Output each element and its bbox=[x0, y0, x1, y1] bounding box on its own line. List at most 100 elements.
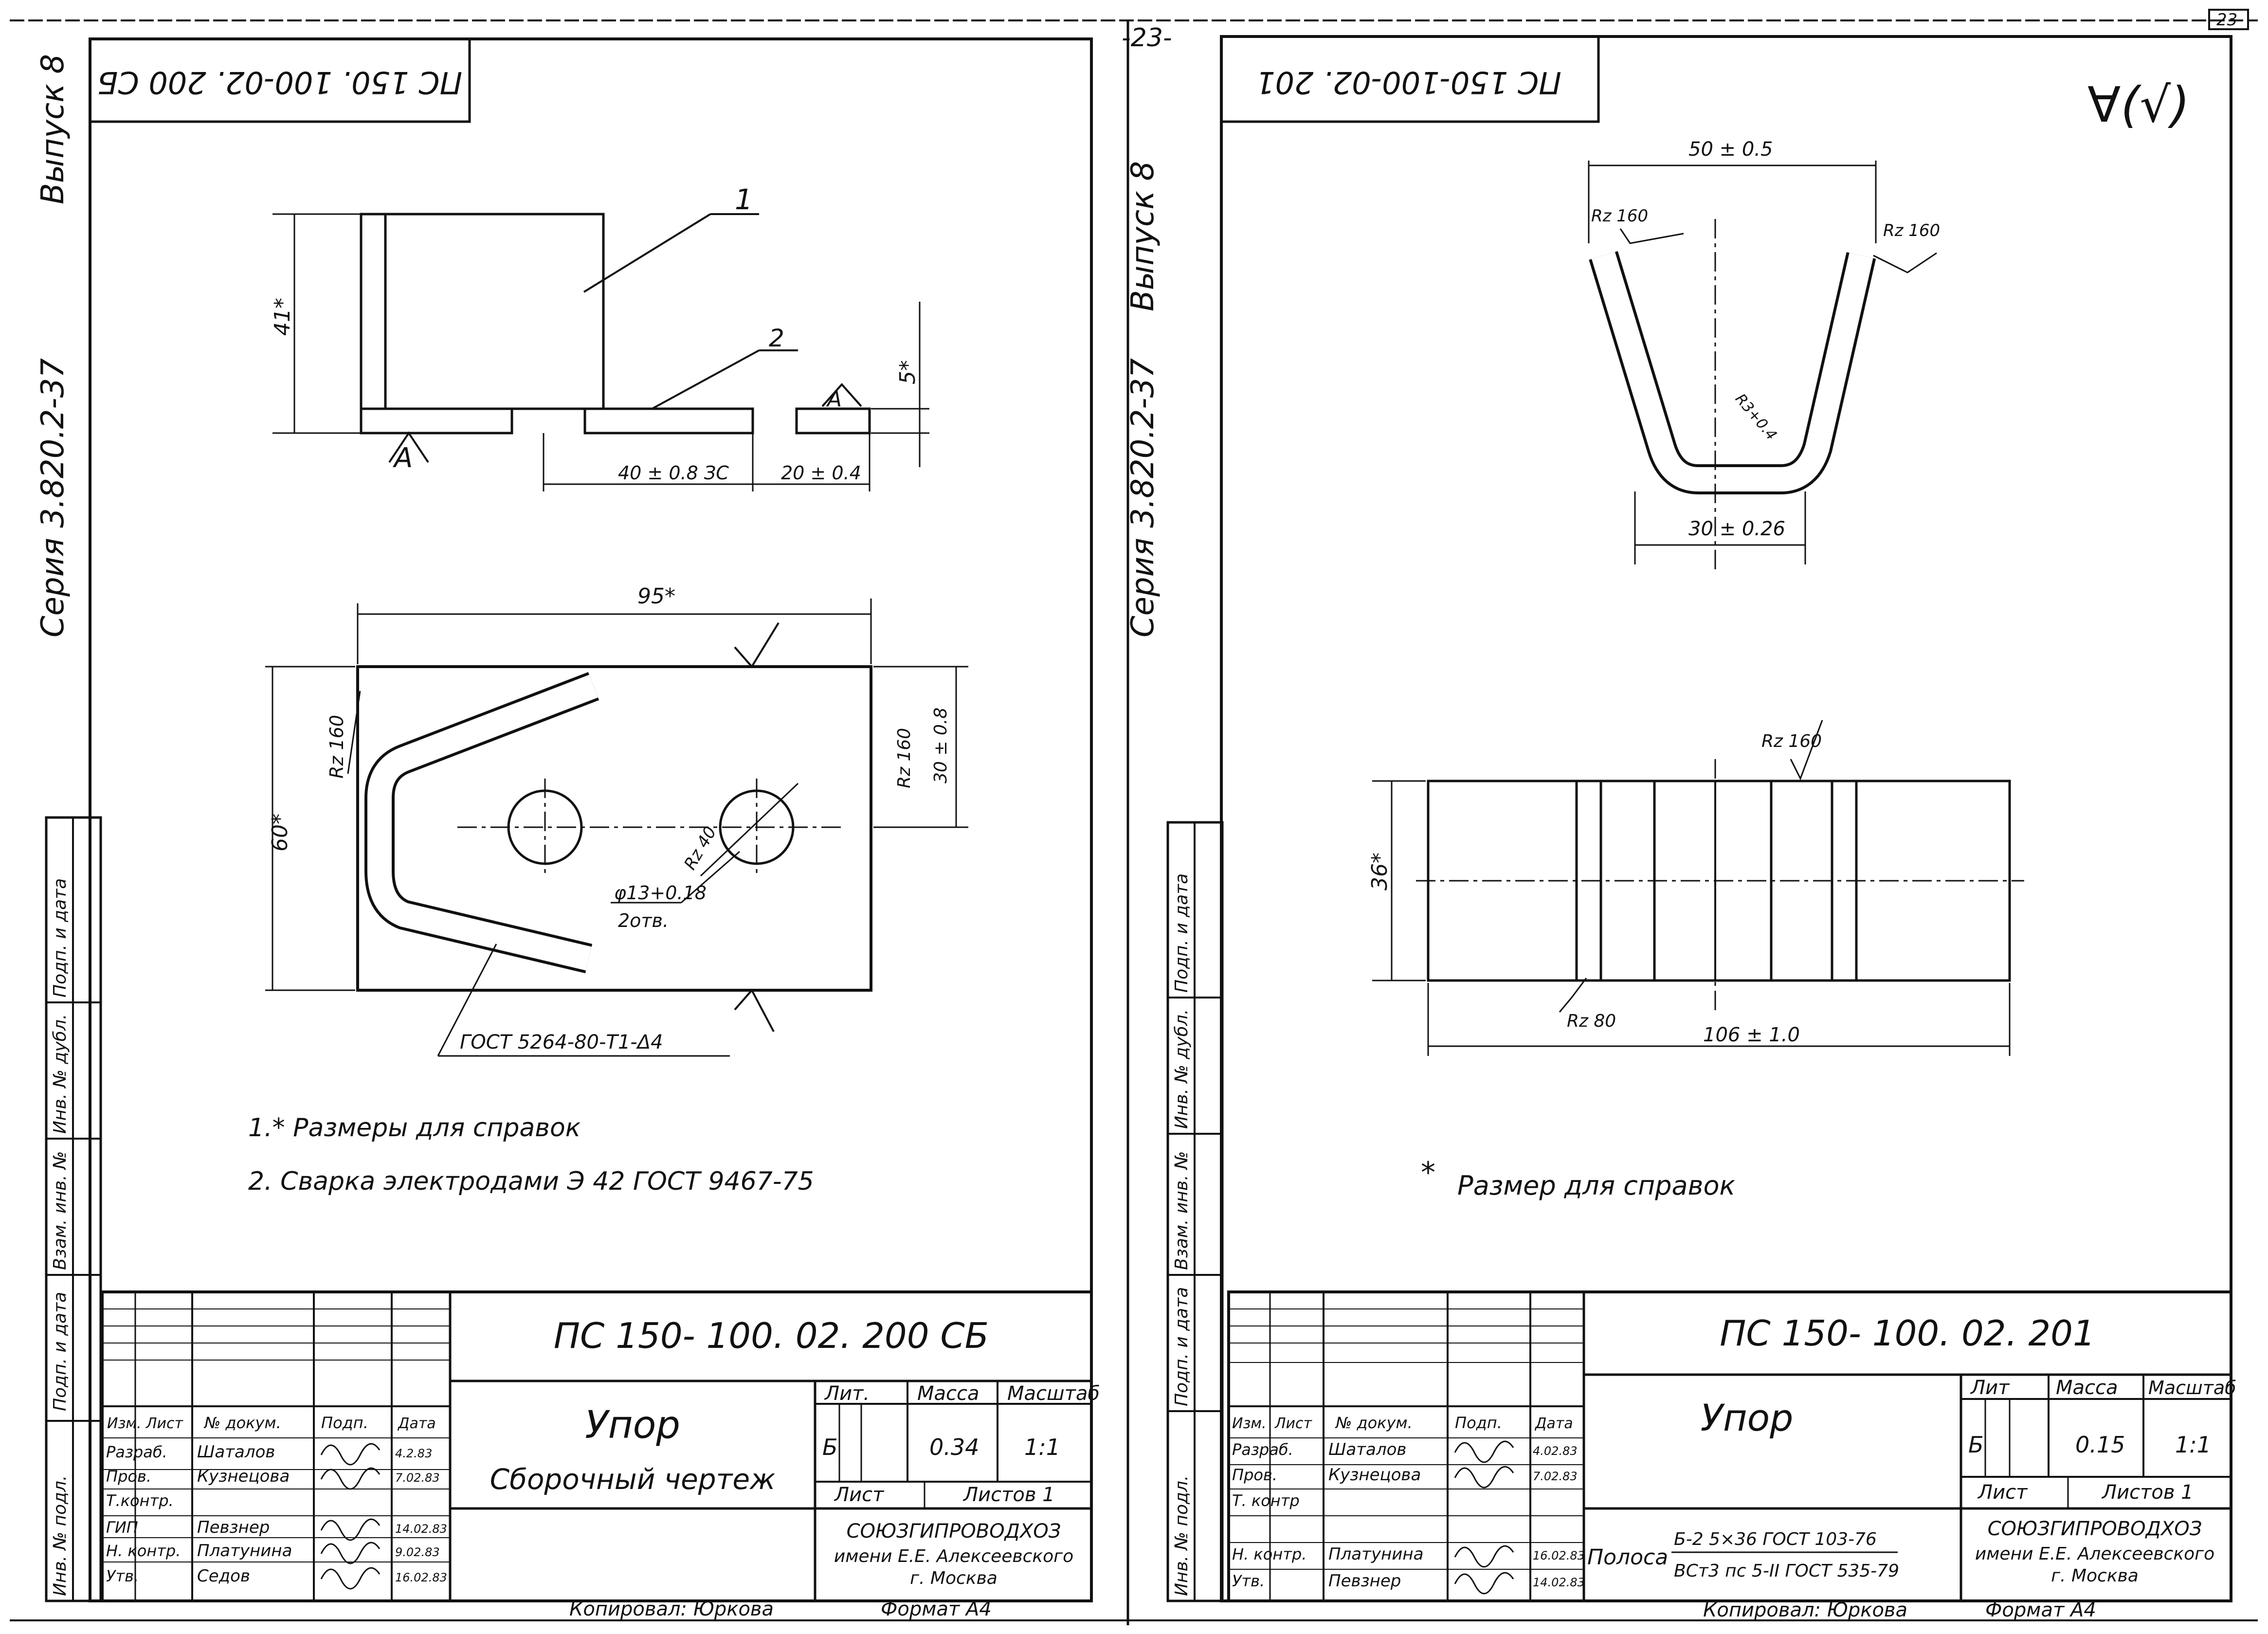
left-row-name-0: Шаталов bbox=[197, 1442, 275, 1462]
right-row-name-0: Шаталов bbox=[1328, 1440, 1406, 1459]
right-note-star: * bbox=[1421, 1156, 1435, 1190]
left-format: Формат А4 bbox=[881, 1598, 992, 1620]
left-top-code-box bbox=[89, 37, 471, 123]
left-stamp-4: Инв. № дубл. bbox=[50, 1014, 70, 1134]
right-scale-header: Масштаб bbox=[2148, 1377, 2236, 1398]
left-org-2: имени Е.Е. Алексеевского bbox=[834, 1546, 1073, 1566]
left-row-role-0: Разраб. bbox=[106, 1443, 167, 1461]
right-dim-106: 106 ± 1.0 bbox=[1703, 1024, 1800, 1046]
right-row-name-5: Певзнер bbox=[1328, 1571, 1401, 1591]
left-top-code: ПС 150. 100-02. 200 СБ bbox=[97, 65, 462, 100]
right-stamp-5: Подп. и дата bbox=[1172, 873, 1192, 993]
left-weld-note: ГОСТ 5264-80-Т1-Δ4 bbox=[460, 1031, 663, 1053]
right-row-date-5: 14.02.83 bbox=[1533, 1576, 1585, 1589]
right-sheet-label: Лист bbox=[1977, 1481, 2028, 1504]
right-row-role-4: Н. контр. bbox=[1232, 1545, 1306, 1563]
right-material-label: Полоса bbox=[1587, 1545, 1668, 1570]
right-side-series: Серия 3.820.2-37 bbox=[1125, 358, 1161, 637]
right-org-1: СОЮЗГИПРОВОДХОЗ bbox=[1988, 1518, 2202, 1540]
left-row-name-4: Платунина bbox=[197, 1541, 292, 1561]
left-title-block: Изм. Лист № докум. Подп. Дата Разраб. Ша… bbox=[101, 1290, 1100, 1602]
right-mass: 0.15 bbox=[2075, 1432, 2125, 1458]
right-dim-50: 50 ± 0.5 bbox=[1688, 138, 1773, 161]
left-side-series: Серия 3.820.2-37 bbox=[35, 358, 71, 637]
left-stamp-2: Подп. и дата bbox=[50, 1292, 70, 1411]
left-scale: 1:1 bbox=[1024, 1434, 1060, 1460]
left-row-role-5: Утв. bbox=[106, 1567, 139, 1585]
right-stamp-2: Подп. и дата bbox=[1172, 1287, 1192, 1406]
left-stamp-3: Взам. инв. № bbox=[50, 1151, 70, 1270]
left-org-3: г. Москва bbox=[910, 1568, 998, 1588]
right-dim-36: 36* bbox=[1367, 853, 1392, 890]
left-sheet: Серия 3.820.2-37 Выпуск 8 Инв. № подл. П… bbox=[35, 37, 1100, 1620]
left-row-name-1: Кузнецова bbox=[197, 1467, 290, 1486]
right-top-code-box bbox=[1220, 35, 1600, 123]
right-plan-view: 36* 106 ± 1.0 Rz 160 Rz 80 bbox=[1367, 720, 2024, 1056]
left-row-name-5: Седов bbox=[197, 1566, 250, 1586]
left-dim-30: 30 ± 0.8 bbox=[931, 708, 951, 783]
left-rz160-a: Rz 160 bbox=[326, 715, 347, 779]
right-r-inner: R3+0.4 bbox=[1732, 391, 1780, 444]
right-scale: 1:1 bbox=[2175, 1432, 2211, 1458]
right-head-doc: № докум. bbox=[1335, 1414, 1413, 1432]
right-rz160-a: Rz 160 bbox=[1591, 206, 1648, 226]
left-dim-20: 20 ± 0.4 bbox=[781, 462, 861, 484]
right-material-bottom: ВСт3 пс 5-II ГОСТ 535-79 bbox=[1674, 1561, 1899, 1581]
left-mark-a2: А bbox=[826, 387, 842, 412]
right-head-date: Дата bbox=[1534, 1415, 1573, 1432]
right-section-view: 50 ± 0.5 30 ± 0.26 Rz 160 Rz 160 R3+0.4 bbox=[1588, 138, 1940, 574]
right-rz160-c: Rz 160 bbox=[1761, 731, 1822, 751]
left-sheet-label: Лист bbox=[834, 1484, 885, 1506]
left-sheets-label: Листов 1 bbox=[962, 1484, 1055, 1506]
right-sheet: Серия 3.820.2-37 Выпуск 8 Инв. № подл. П… bbox=[1125, 35, 2236, 1621]
left-stamp-5: Подп. и дата bbox=[50, 878, 70, 998]
right-lit: Б bbox=[1968, 1432, 1984, 1458]
left-org-1: СОЮЗГИПРОВОДХОЗ bbox=[847, 1520, 1061, 1543]
right-copied-by: Копировал: Юркова bbox=[1703, 1599, 1907, 1621]
left-rz40: Rz 40 bbox=[680, 823, 720, 873]
right-row-date-1: 7.02.83 bbox=[1533, 1470, 1578, 1483]
page-number: -23- bbox=[1122, 23, 1172, 53]
left-title-code: ПС 150- 100. 02. 200 СБ bbox=[554, 1315, 989, 1356]
left-mass-header: Масса bbox=[917, 1382, 980, 1405]
left-row-date-1: 7.02.83 bbox=[395, 1471, 440, 1485]
left-plan-view: 95* 60* 30 ± 0.8 Rz 160 Rz 160 Rz 40 φ13… bbox=[265, 584, 968, 1057]
right-stamp-3: Взам. инв. № bbox=[1172, 1151, 1192, 1270]
left-part-name: Упор bbox=[585, 1403, 680, 1447]
left-position-1: 1 bbox=[735, 183, 753, 216]
right-format: Формат А4 bbox=[1985, 1599, 2096, 1621]
right-dim-30: 30 ± 0.26 bbox=[1688, 518, 1785, 540]
left-position-2: 2 bbox=[769, 324, 784, 352]
left-dim-40: 40 ± 0.8 ЗС bbox=[618, 462, 729, 484]
right-top-code: ПС 150-100-02. 201 bbox=[1256, 65, 1561, 100]
left-doc-type: Сборочный чертеж bbox=[490, 1463, 776, 1496]
right-frame bbox=[1220, 35, 2232, 1602]
right-roughness-symbol: ∀(√) bbox=[2087, 76, 2190, 133]
right-head-sign: Подп. bbox=[1455, 1414, 1502, 1432]
right-head-izm: Изм. bbox=[1232, 1415, 1267, 1432]
right-mass-header: Масса bbox=[2056, 1377, 2118, 1399]
right-row-role-5: Утв. bbox=[1232, 1572, 1265, 1590]
left-row-role-3: ГИП bbox=[106, 1518, 138, 1537]
left-row-date-5: 16.02.83 bbox=[395, 1571, 447, 1584]
left-side-stamp: Инв. № подл. Подп. и дата Взам. инв. № И… bbox=[45, 816, 102, 1602]
left-head-sign: Подп. bbox=[321, 1414, 368, 1432]
right-row-name-4: Платунина bbox=[1328, 1544, 1423, 1564]
left-side-issue: Выпуск 8 bbox=[35, 54, 71, 204]
left-stamp-1: Инв. № подл. bbox=[50, 1475, 70, 1596]
right-side-issue: Выпуск 8 bbox=[1125, 161, 1161, 311]
left-row-role-1: Пров. bbox=[106, 1467, 151, 1486]
left-row-name-3: Певзнер bbox=[197, 1518, 270, 1537]
left-head-date: Дата bbox=[397, 1415, 436, 1432]
left-lit-header: Лит. bbox=[824, 1382, 870, 1405]
left-hole-dia: φ13+0.18 bbox=[614, 882, 707, 904]
right-material-top: Б-2 5×36 ГОСТ 103-76 bbox=[1674, 1529, 1877, 1549]
left-mass: 0.34 bbox=[929, 1434, 979, 1460]
left-dim-60: 60* bbox=[268, 814, 292, 852]
left-frame bbox=[89, 37, 1093, 1602]
left-row-date-3: 14.02.83 bbox=[395, 1522, 447, 1536]
left-head-izm: Изм. bbox=[107, 1415, 142, 1432]
right-note: Размер для справок bbox=[1457, 1170, 1735, 1201]
right-row-date-0: 4.02.83 bbox=[1533, 1444, 1578, 1458]
